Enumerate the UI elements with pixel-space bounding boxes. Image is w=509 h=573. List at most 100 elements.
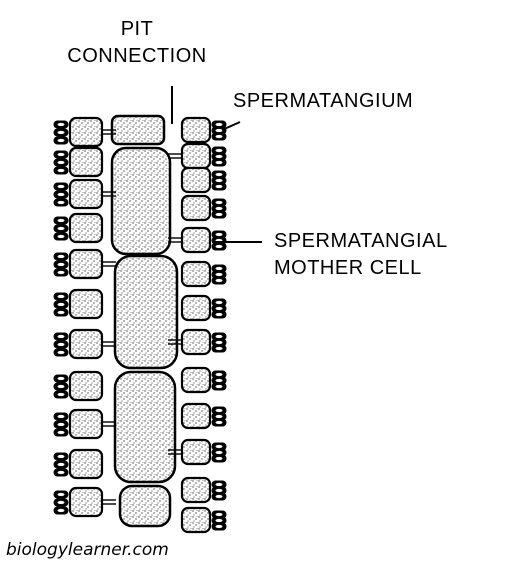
spermatangium-highlight	[215, 450, 223, 455]
spermatangium-highlight	[57, 254, 65, 259]
spermatangium-highlight	[57, 302, 65, 307]
spermatangial-mother-cell	[180, 402, 212, 430]
spermatangium-highlight	[57, 508, 65, 513]
axial-cell	[110, 114, 166, 146]
pointer-lines	[171, 86, 262, 243]
spermatangial-mother-cell	[180, 294, 212, 322]
spermatangium-highlight	[57, 462, 65, 467]
spermatangial-mother-cell	[68, 212, 104, 244]
spermatangium-highlight	[57, 392, 65, 397]
spermatangial-mother-cell	[68, 178, 104, 210]
spermatangium-highlight	[57, 160, 65, 165]
spermatangial-mother-cell	[68, 288, 104, 320]
spermatangium-highlight	[215, 266, 223, 271]
watermark: biologylearner.com	[6, 540, 169, 560]
spermatangium-highlight	[57, 168, 65, 173]
spermatangium-highlight	[215, 160, 223, 165]
spermatangium-highlight	[215, 378, 223, 383]
spermatangium-highlight	[57, 334, 65, 339]
spermatangium-highlight	[215, 244, 223, 249]
spermatangial-mother-cell	[180, 166, 212, 194]
spermatangial-mother-cell	[180, 438, 212, 466]
spermatangium-pointer	[221, 121, 241, 131]
spermatangium-highlight	[215, 456, 223, 461]
spermatangium-highlight	[215, 488, 223, 493]
spermatangium-highlight	[215, 444, 223, 449]
mother-cell-label: SPERMATANGIAL MOTHER CELL	[274, 228, 448, 282]
spermatangium-highlight	[57, 492, 65, 497]
spermatangial-mother-cell	[68, 328, 104, 360]
spermatangium-highlight	[57, 200, 65, 205]
axial-filament	[110, 114, 179, 528]
spermatangium-highlight	[215, 128, 223, 133]
spermatangium-highlight	[57, 350, 65, 355]
spermatangium-highlight	[57, 430, 65, 435]
spermatangium-highlight	[215, 518, 223, 523]
spermatangium-highlight	[215, 334, 223, 339]
spermatangium-highlight	[215, 232, 223, 237]
spermatangial-mother-cell	[180, 476, 212, 504]
spermatangium-highlight	[215, 278, 223, 283]
spermatangial-mother-cell	[180, 366, 212, 394]
spermatangium-highlight	[215, 212, 223, 217]
spermatangium-highlight	[57, 422, 65, 427]
spermatangium-highlight	[215, 184, 223, 189]
spermatangium-highlight	[57, 500, 65, 505]
spermatangium-highlight	[57, 262, 65, 267]
spermatangium-highlight	[57, 226, 65, 231]
spermatangium-highlight	[215, 206, 223, 211]
spermatangium-label: SPERMATANGIUM	[233, 90, 414, 112]
spermatangium-highlight	[215, 178, 223, 183]
spermatangium-highlight	[215, 372, 223, 377]
spermatangial-mother-cell	[180, 226, 212, 254]
spermatangium-highlight	[215, 494, 223, 499]
spermatangium-highlight	[57, 218, 65, 223]
axial-cell	[118, 484, 172, 528]
spermatangium-highlight	[57, 184, 65, 189]
pit-connection-label: PIT CONNECTION	[62, 16, 212, 70]
spermatangial-mother-cell	[180, 116, 212, 144]
spermatangium-highlight	[215, 312, 223, 317]
spermatangium-highlight	[57, 454, 65, 459]
spermatangium-highlight	[215, 482, 223, 487]
spermatangium-highlight	[215, 512, 223, 517]
spermatangium-highlight	[57, 122, 65, 127]
spermatangial-mother-cell	[68, 448, 104, 480]
spermatangium-highlight	[215, 384, 223, 389]
spermatangium-highlight	[215, 200, 223, 205]
axial-cell	[113, 370, 177, 484]
spermatangium-highlight	[215, 306, 223, 311]
axial-cell	[110, 146, 172, 256]
spermatangium-highlight	[57, 130, 65, 135]
spermatangium-highlight	[57, 192, 65, 197]
spermatangium-highlight	[57, 138, 65, 143]
spermatangium-highlight	[215, 524, 223, 529]
spermatangial-mother-cell	[180, 506, 212, 534]
spermatangium-highlight	[215, 154, 223, 159]
spermatangial-mother-cell	[68, 408, 104, 440]
spermatangial-mother-cell	[68, 248, 104, 280]
axial-cell	[113, 254, 179, 370]
mother-cell-label-line1: SPERMATANGIAL	[274, 230, 448, 252]
spermatangium-highlight	[215, 420, 223, 425]
spermatangial-mother-cell	[180, 142, 212, 170]
spermatangium-highlight	[215, 408, 223, 413]
spermatangium-highlight	[57, 470, 65, 475]
spermatangium-highlight	[215, 172, 223, 177]
pit-connection-label-line1: PIT	[120, 18, 154, 40]
spermatangial-mother-cell	[180, 260, 212, 288]
spermatangium-highlight	[215, 340, 223, 345]
spermatangium-highlight	[215, 346, 223, 351]
spermatangium-highlight	[215, 272, 223, 277]
spermatangial-mother-cell	[68, 146, 104, 178]
spermatangium-highlight	[57, 342, 65, 347]
spermatangium-highlight	[215, 148, 223, 153]
spermatangium-highlight	[215, 134, 223, 139]
spermatangial-mother-cell	[180, 328, 212, 356]
spermatangium-highlight	[57, 234, 65, 239]
spermatangium-highlight	[57, 310, 65, 315]
spermatangium-highlight	[57, 270, 65, 275]
spermatangium-highlight	[215, 414, 223, 419]
spermatangial-mother-cell	[68, 486, 104, 518]
